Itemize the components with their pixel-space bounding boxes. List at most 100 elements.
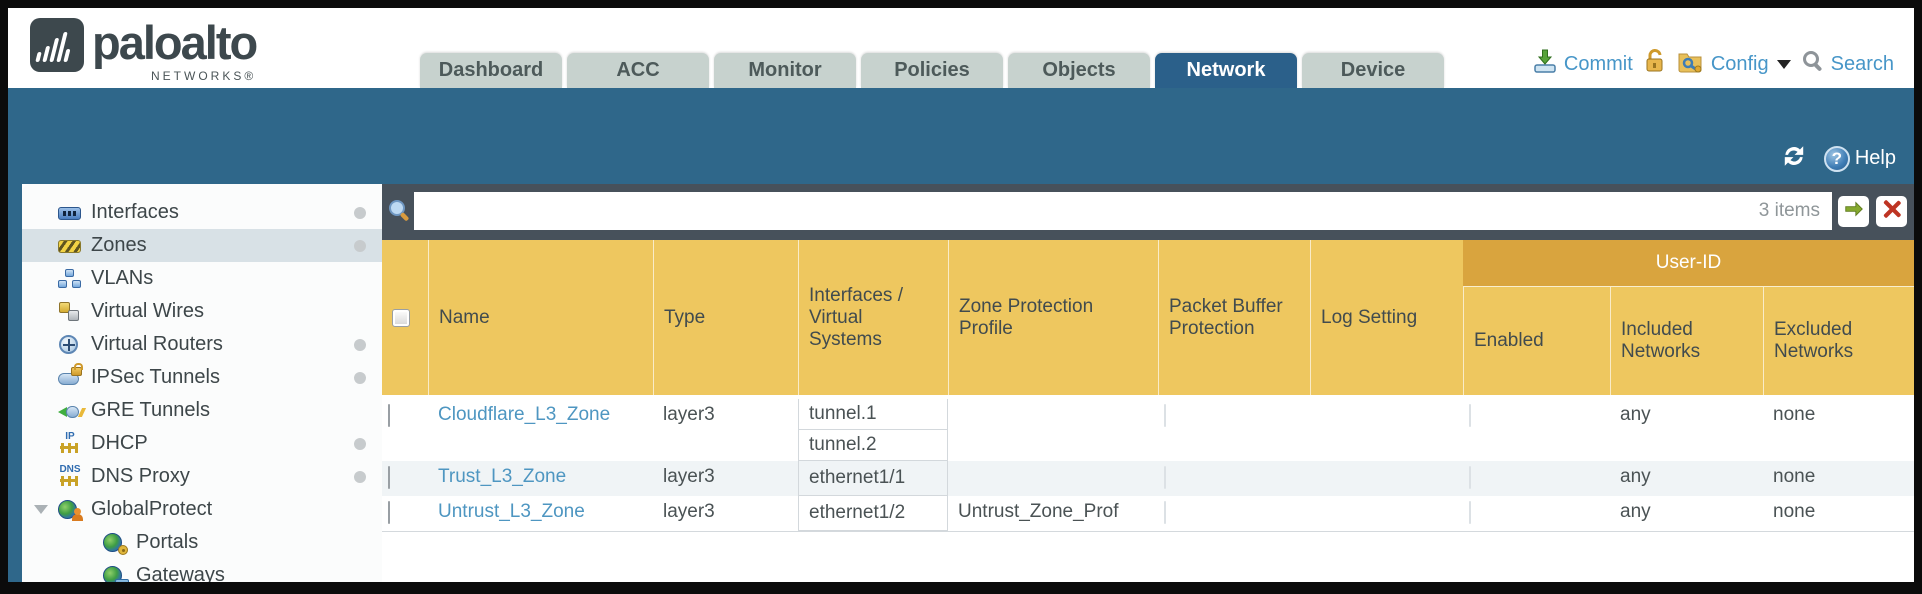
sidebar-item-portals[interactable]: Portals bbox=[22, 526, 382, 559]
packet-buffer-checkbox[interactable] bbox=[1164, 466, 1166, 489]
status-dot bbox=[354, 470, 366, 483]
tab-objects[interactable]: Objects bbox=[1008, 53, 1150, 88]
tab-acc[interactable]: ACC bbox=[567, 53, 709, 88]
tab-monitor[interactable]: Monitor bbox=[714, 53, 856, 88]
user-id-group-header: User-ID bbox=[1463, 240, 1914, 286]
sidebar-item-ipsec-tunnels[interactable]: IPSec Tunnels bbox=[22, 361, 382, 394]
sidebar-item-dns-proxy[interactable]: DNS DNS Proxy bbox=[22, 460, 382, 493]
zone-name-link[interactable]: Cloudflare_L3_Zone bbox=[438, 404, 611, 425]
sidebar-item-globalprotect[interactable]: GlobalProtect bbox=[22, 493, 382, 526]
column-header-included-networks[interactable]: Included Networks bbox=[1610, 286, 1763, 395]
interface-item[interactable]: ethernet1/2 bbox=[799, 496, 947, 531]
zone-name-link[interactable]: Trust_L3_Zone bbox=[438, 466, 567, 487]
row-checkbox-cell bbox=[382, 399, 428, 461]
zone-type: layer3 bbox=[663, 501, 715, 522]
interface-item[interactable]: ethernet1/1 bbox=[799, 461, 947, 496]
included-networks: any bbox=[1620, 466, 1651, 487]
sidebar-item-gateways[interactable]: Gateways bbox=[22, 559, 382, 582]
refresh-icon[interactable] bbox=[1780, 143, 1808, 174]
sidebar-item-label: DNS Proxy bbox=[91, 465, 190, 487]
log-setting bbox=[1310, 461, 1463, 496]
filter-input[interactable] bbox=[426, 200, 1759, 222]
column-header-name[interactable]: Name bbox=[428, 240, 653, 395]
zones-icon bbox=[58, 235, 82, 257]
sidebar-item-zones[interactable]: Zones bbox=[22, 229, 382, 262]
status-dot bbox=[354, 206, 366, 219]
dns-proxy-icon: DNS bbox=[58, 464, 82, 488]
packet-buffer-protection-cell bbox=[1158, 496, 1310, 531]
interfaces-icon bbox=[58, 202, 82, 224]
zone-name-link[interactable]: Untrust_L3_Zone bbox=[438, 501, 585, 522]
search-button[interactable]: Search bbox=[1801, 49, 1894, 79]
expand-collapse-icon[interactable] bbox=[34, 505, 48, 514]
clear-filter-button[interactable] bbox=[1876, 196, 1907, 227]
user-id-enabled-checkbox[interactable] bbox=[1469, 501, 1471, 524]
packet-buffer-checkbox[interactable] bbox=[1164, 501, 1166, 524]
dhcp-icon: IP bbox=[58, 431, 82, 455]
sidebar-item-label: VLANs bbox=[91, 267, 154, 289]
status-dot bbox=[354, 338, 366, 351]
virtual-routers-icon bbox=[58, 334, 82, 356]
log-setting bbox=[1310, 496, 1463, 531]
sidebar-item-label: IPSec Tunnels bbox=[91, 366, 220, 388]
filter-strip: 3 items bbox=[382, 184, 1914, 240]
sidebar-item-label: Interfaces bbox=[91, 201, 179, 223]
column-header-packet-buffer-protection[interactable]: Packet Buffer Protection bbox=[1158, 240, 1310, 395]
config-menu[interactable]: Config bbox=[1677, 48, 1791, 80]
row-checkbox[interactable] bbox=[388, 404, 390, 427]
interface-item[interactable]: tunnel.2 bbox=[799, 430, 947, 461]
column-header-log-setting[interactable]: Log Setting bbox=[1310, 240, 1463, 395]
column-header-interfaces[interactable]: Interfaces / Virtual Systems bbox=[798, 240, 948, 395]
tab-policies[interactable]: Policies bbox=[861, 53, 1003, 88]
tab-network[interactable]: Network bbox=[1155, 53, 1297, 88]
sidebar-item-virtual-routers[interactable]: Virtual Routers bbox=[22, 328, 382, 361]
packet-buffer-protection-cell bbox=[1158, 461, 1310, 496]
brand-name: paloalto bbox=[92, 16, 258, 69]
column-header-type[interactable]: Type bbox=[653, 240, 798, 395]
zones-table-header: Name Type Interfaces / Virtual Systems Z… bbox=[382, 240, 1914, 395]
user-id-enabled-checkbox[interactable] bbox=[1469, 466, 1471, 489]
sidebar-item-dhcp[interactable]: IP DHCP bbox=[22, 427, 382, 460]
zone-type: layer3 bbox=[663, 466, 715, 487]
brand-subtitle: NETWORKS® bbox=[151, 69, 257, 83]
virtual-wires-icon bbox=[58, 301, 82, 323]
main-content: 3 items bbox=[382, 184, 1914, 582]
gre-tunnels-icon bbox=[58, 400, 87, 422]
green-arrow-icon bbox=[1843, 198, 1865, 225]
column-header-enabled[interactable]: Enabled bbox=[1463, 286, 1610, 395]
sidebar-item-label: DHCP bbox=[91, 432, 148, 454]
interface-item[interactable]: tunnel.1 bbox=[799, 399, 947, 430]
left-gutter bbox=[8, 184, 22, 582]
apply-filter-button[interactable] bbox=[1838, 196, 1869, 227]
lock-icon[interactable] bbox=[1643, 48, 1667, 80]
row-checkbox[interactable] bbox=[388, 466, 390, 489]
portals-icon bbox=[103, 532, 128, 555]
zone-interfaces-cell: ethernet1/1 bbox=[798, 461, 948, 496]
column-header-excluded-networks[interactable]: Excluded Networks bbox=[1763, 286, 1914, 395]
table-row-trust-l3-zone: Trust_L3_Zone layer3 ethernet1/1 any non… bbox=[382, 461, 1914, 496]
network-sidebar: Interfaces Zones VLANs Virtual Wires Vir… bbox=[22, 184, 382, 582]
tab-device[interactable]: Device bbox=[1302, 53, 1444, 88]
sidebar-item-gre-tunnels[interactable]: GRE Tunnels bbox=[22, 394, 382, 427]
user-id-enabled-cell bbox=[1463, 461, 1610, 496]
teal-header-band: ? Help bbox=[8, 88, 1914, 184]
excluded-networks: none bbox=[1773, 404, 1816, 425]
zone-interfaces-cell: tunnel.1 tunnel.2 bbox=[798, 399, 948, 461]
help-icon: ? bbox=[1823, 145, 1850, 172]
sidebar-item-vlans[interactable]: VLANs bbox=[22, 262, 382, 295]
row-checkbox[interactable] bbox=[388, 501, 390, 524]
sidebar-item-interfaces[interactable]: Interfaces bbox=[22, 196, 382, 229]
zone-type: layer3 bbox=[663, 404, 715, 425]
select-all-checkbox[interactable] bbox=[392, 308, 410, 327]
paloalto-logo: paloalto NETWORKS® bbox=[30, 16, 258, 83]
help-button[interactable]: ? Help bbox=[1823, 145, 1896, 172]
sidebar-item-label: Zones bbox=[91, 234, 147, 256]
packet-buffer-checkbox[interactable] bbox=[1164, 404, 1166, 427]
sidebar-item-label: GlobalProtect bbox=[91, 498, 213, 520]
user-id-enabled-checkbox[interactable] bbox=[1469, 404, 1471, 427]
column-header-zone-protection-profile[interactable]: Zone Protection Profile bbox=[948, 240, 1158, 395]
sidebar-item-virtual-wires[interactable]: Virtual Wires bbox=[22, 295, 382, 328]
vlans-icon bbox=[58, 268, 82, 290]
tab-dashboard[interactable]: Dashboard bbox=[420, 53, 562, 88]
commit-button[interactable]: Commit bbox=[1532, 48, 1633, 80]
